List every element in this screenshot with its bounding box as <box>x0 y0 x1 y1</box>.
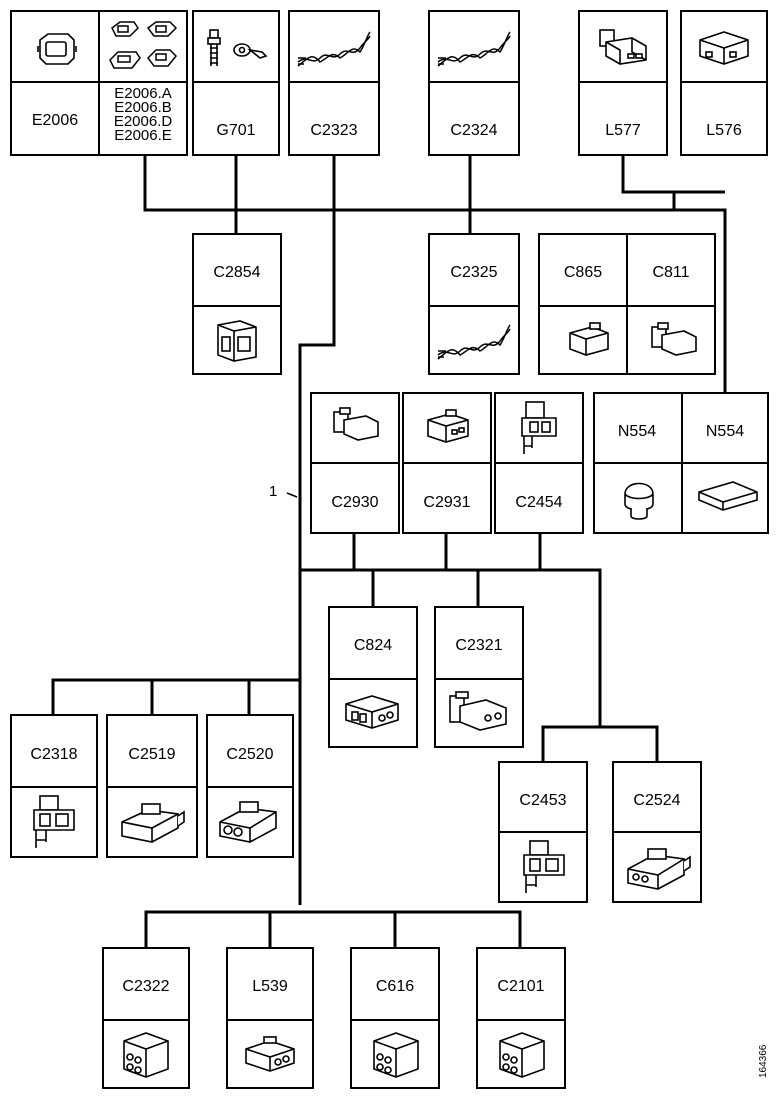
connector-label: C2318 <box>30 746 78 763</box>
connector-label: G701 <box>216 122 256 139</box>
splice-c2324: C2324 <box>428 10 520 156</box>
connector-c2520: C2520 <box>206 714 294 858</box>
twisted-pair-icon <box>297 31 371 67</box>
connector-icon <box>373 1032 419 1078</box>
connector-icon <box>121 803 185 843</box>
connector-label: C2524 <box>633 792 681 809</box>
connector-icon <box>569 322 609 356</box>
connector-label: C2454 <box>515 494 563 511</box>
variant-label: E2006.A <box>114 85 172 102</box>
connector-label: C865 <box>563 264 603 281</box>
connector-l577: L577 <box>578 10 668 156</box>
connector-icon <box>627 848 691 890</box>
connector-label: L539 <box>252 978 288 995</box>
component-label: N554 <box>617 423 657 440</box>
connector-label: C811 <box>652 264 690 281</box>
connector-icon <box>521 401 557 454</box>
connector-icon <box>523 840 565 893</box>
connector-label: C2930 <box>331 494 379 511</box>
connector-icon <box>699 31 749 65</box>
variant-label: E2006.D <box>113 113 173 130</box>
connector-c2931: C2931 <box>402 392 492 534</box>
connector-icon <box>33 795 75 848</box>
connector-icon <box>37 33 77 65</box>
connector-icon <box>345 695 399 729</box>
connector-icon <box>449 691 507 731</box>
connector-label: C2931 <box>423 494 471 511</box>
connector-c2322: C2322 <box>102 947 190 1089</box>
connector-label: C824 <box>353 637 393 654</box>
figure-id: 164366 <box>758 1044 769 1078</box>
connector-icon <box>123 1032 169 1078</box>
connector-pair-c865-c811: C865 C811 <box>538 233 716 375</box>
connector-c2453: C2453 <box>498 761 588 903</box>
connector-label: E2006 <box>31 112 79 129</box>
connector-icon <box>499 1032 545 1078</box>
connector-icon <box>333 407 379 441</box>
connector-icon <box>217 320 257 362</box>
connector-c616: C616 <box>350 947 440 1089</box>
twisted-pair-icon <box>437 31 511 67</box>
variant-label: E2006.B <box>114 99 172 116</box>
connector-c2930: C2930 <box>310 392 400 534</box>
connector-icon <box>599 29 647 65</box>
component-label: N554 <box>705 423 745 440</box>
component-pair-n554: N554 N554 <box>593 392 769 534</box>
connector-label: C2323 <box>310 122 358 139</box>
connector-label: C2453 <box>519 792 567 809</box>
connector-icon <box>245 1036 295 1072</box>
connector-c824: C824 <box>328 606 418 748</box>
connector-e2006: E2006 <box>10 10 100 156</box>
sensor-icon <box>624 482 654 520</box>
connector-variants-icon <box>109 21 178 69</box>
connector-label: C2101 <box>497 978 545 995</box>
connector-label: C2322 <box>122 978 170 995</box>
connector-e2006-variants: E2006.A E2006.B E2006.D E2006.E <box>98 10 188 156</box>
connector-c2524: C2524 <box>612 761 702 903</box>
connector-icon <box>651 322 697 356</box>
callout-number: 1 <box>269 483 278 500</box>
connector-c2854: C2854 <box>192 233 282 375</box>
module-icon <box>698 481 758 511</box>
connector-c2519: C2519 <box>106 714 198 858</box>
splice-c2323: C2323 <box>288 10 380 156</box>
connector-label: C2854 <box>213 264 261 281</box>
ground-stud-icon <box>207 29 268 66</box>
connector-l539: L539 <box>226 947 314 1089</box>
connector-icon <box>427 409 469 443</box>
ground-g701: G701 <box>192 10 280 156</box>
connector-c2321: C2321 <box>434 606 524 748</box>
variant-label: E2006.E <box>114 127 172 144</box>
connector-icon <box>219 801 277 843</box>
connector-c2318: C2318 <box>10 714 98 858</box>
connector-label: C616 <box>375 978 415 995</box>
twisted-pair-icon <box>437 324 511 360</box>
connector-label: L577 <box>605 122 641 139</box>
connector-label: L576 <box>706 122 742 139</box>
connector-label: C2519 <box>128 746 176 763</box>
connector-c2454: C2454 <box>494 392 584 534</box>
connector-label: C2325 <box>450 264 498 281</box>
connector-label: C2321 <box>455 637 503 654</box>
splice-c2325: C2325 <box>428 233 520 375</box>
connector-label: C2324 <box>450 122 498 139</box>
connector-c2101: C2101 <box>476 947 566 1089</box>
connector-label: C2520 <box>226 746 274 763</box>
connector-l576: L576 <box>680 10 768 156</box>
